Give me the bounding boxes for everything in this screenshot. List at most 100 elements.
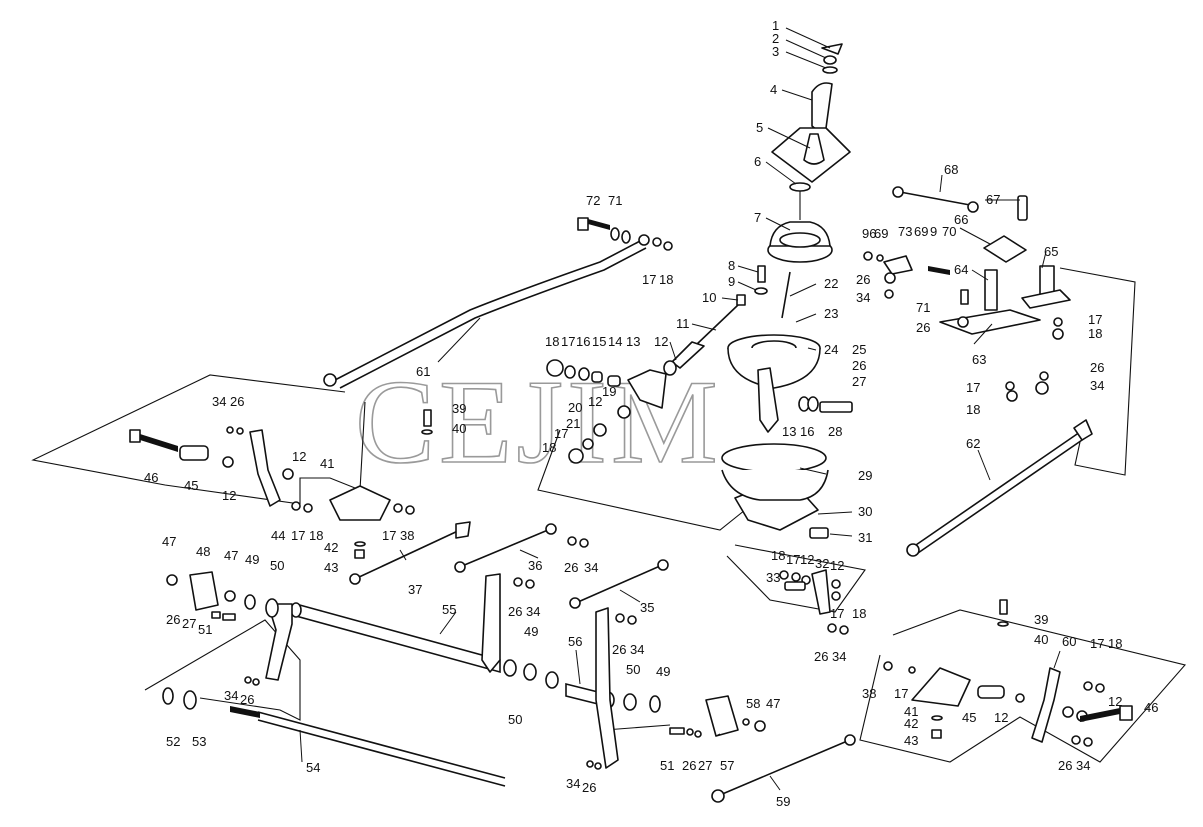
part-label-73: 72: [586, 193, 600, 208]
part-label-12-g: 12: [994, 710, 1008, 725]
part-label-48: 48: [196, 544, 210, 559]
part-label-6: 6: [754, 154, 761, 169]
part-label-27-b: 27: [182, 616, 196, 631]
part-label-8: 8: [728, 258, 735, 273]
part-label-17-i: 17: [382, 528, 396, 543]
part-label-56: 56: [568, 634, 582, 649]
part-label-34-k: 34: [566, 776, 580, 791]
part-label-24: 24: [824, 342, 838, 357]
part-label-58: 58: [746, 696, 760, 711]
part-label-9-b: 9: [930, 224, 937, 239]
part-label-50-c: 50: [508, 712, 522, 727]
part-label-26-k: 26: [240, 692, 254, 707]
part-label-17-h: 17: [291, 528, 305, 543]
part-label-12-f: 12: [292, 449, 306, 464]
part-label-34-b: 34: [832, 649, 846, 664]
part-label-61: 61: [416, 364, 430, 379]
part-label-12-b: 12: [588, 394, 602, 409]
part-label-22: 22: [824, 276, 838, 291]
part-label-29: 29: [858, 468, 872, 483]
part-label-46-b: 46: [1144, 700, 1158, 715]
part-label-26-i: 26: [612, 642, 626, 657]
part-label-43-b: 43: [904, 733, 918, 748]
part-label-59: 59: [776, 794, 790, 809]
part-label-50-b: 50: [626, 662, 640, 677]
part-label-17-d: 17: [830, 606, 844, 621]
shift-rods-35-37: [349, 521, 669, 625]
part-label-26-h: 26: [508, 604, 522, 619]
part-label-26-e: 26: [1090, 360, 1104, 375]
part-label-34-i: 34: [630, 642, 644, 657]
part-label-17-c: 17: [786, 552, 800, 567]
part-label-14: 14: [608, 334, 622, 349]
part-label-55: 55: [442, 602, 456, 617]
part-label-26-l: 26: [682, 758, 696, 773]
part-label-12-c: 12: [800, 552, 814, 567]
part-label-41-b: 41: [904, 704, 918, 719]
part-label-41-a: 41: [320, 456, 334, 471]
shift-rod-62: [906, 419, 1093, 557]
left-lever-group: [129, 409, 433, 559]
part-label-37: 37: [408, 582, 422, 597]
part-label-35: 35: [640, 600, 654, 615]
part-label-12-e: 12: [222, 488, 236, 503]
lower-mid-frame: [604, 724, 671, 731]
part-label-39-a: 39: [452, 401, 466, 416]
part-label-26-d: 26: [916, 320, 930, 335]
part-label-10: 10: [702, 290, 716, 305]
part-label-43-a: 43: [324, 560, 338, 575]
part-label-18-e: 18: [659, 272, 673, 287]
rods-54-59: [162, 687, 856, 803]
part-label-39-b: 39: [1034, 612, 1048, 627]
part-label-49-c: 49: [656, 664, 670, 679]
part-label-71: 71: [916, 300, 930, 315]
part-label-32: 32: [815, 556, 829, 571]
part-label-42-b: 42: [904, 716, 918, 731]
part-label-64: 64: [954, 262, 968, 277]
right-bracket-assembly: [863, 186, 1071, 402]
part-label-63: 63: [972, 352, 986, 367]
part-label-17-e: 17: [642, 272, 656, 287]
part-label-3: 3: [772, 44, 779, 59]
part-label-38-a: 38: [400, 528, 414, 543]
part-label-52: 52: [166, 734, 180, 749]
shift-link-assembly: [546, 294, 746, 464]
part-label-26-b: 26: [814, 649, 828, 664]
part-label-33: 33: [766, 570, 780, 585]
part-label-26-f: 26: [230, 394, 244, 409]
part-label-26-n: 26: [1058, 758, 1072, 773]
part-label-18-c: 18: [771, 548, 785, 563]
part-label-18-f: 18: [1088, 326, 1102, 341]
part-label-21: 21: [566, 416, 580, 431]
part-label-96: 96: [862, 226, 876, 241]
part-label-18-h: 18: [309, 528, 323, 543]
part-label-17-b: 17: [554, 426, 568, 441]
part-label-34-g: 34: [584, 560, 598, 575]
main-shaft-55: [244, 573, 661, 770]
part-label-51-b: 51: [660, 758, 674, 773]
part-label-34-e: 34: [1090, 378, 1104, 393]
part-label-13: 13: [626, 334, 640, 349]
part-label-47-b: 47: [224, 548, 238, 563]
part-label-53: 53: [192, 734, 206, 749]
part-label-49-a: 49: [245, 552, 259, 567]
part-label-18-g: 18: [966, 402, 980, 417]
part-label-44: 44: [271, 528, 285, 543]
part-label-34-n: 34: [1076, 758, 1090, 773]
part-label-47-a: 47: [162, 534, 176, 549]
part-label-26-c: 26: [856, 272, 870, 287]
part-label-42-a: 42: [324, 540, 338, 555]
part-label-20: 20: [568, 400, 582, 415]
part-label-40-b: 40: [1034, 632, 1048, 647]
part-label-34-c: 34: [856, 290, 870, 305]
part-label-69-b: 69: [914, 224, 928, 239]
right-frame: [1059, 267, 1136, 476]
part-label-47-c: 47: [766, 696, 780, 711]
part-label-27-c: 27: [698, 758, 712, 773]
part-label-16-b: 16: [800, 424, 814, 439]
part-label-60: 60: [1062, 634, 1076, 649]
part-label-66: 66: [954, 212, 968, 227]
part-label-12-d: 12: [830, 558, 844, 573]
part-label-18-j: 18: [1108, 636, 1122, 651]
part-label-57: 57: [720, 758, 734, 773]
